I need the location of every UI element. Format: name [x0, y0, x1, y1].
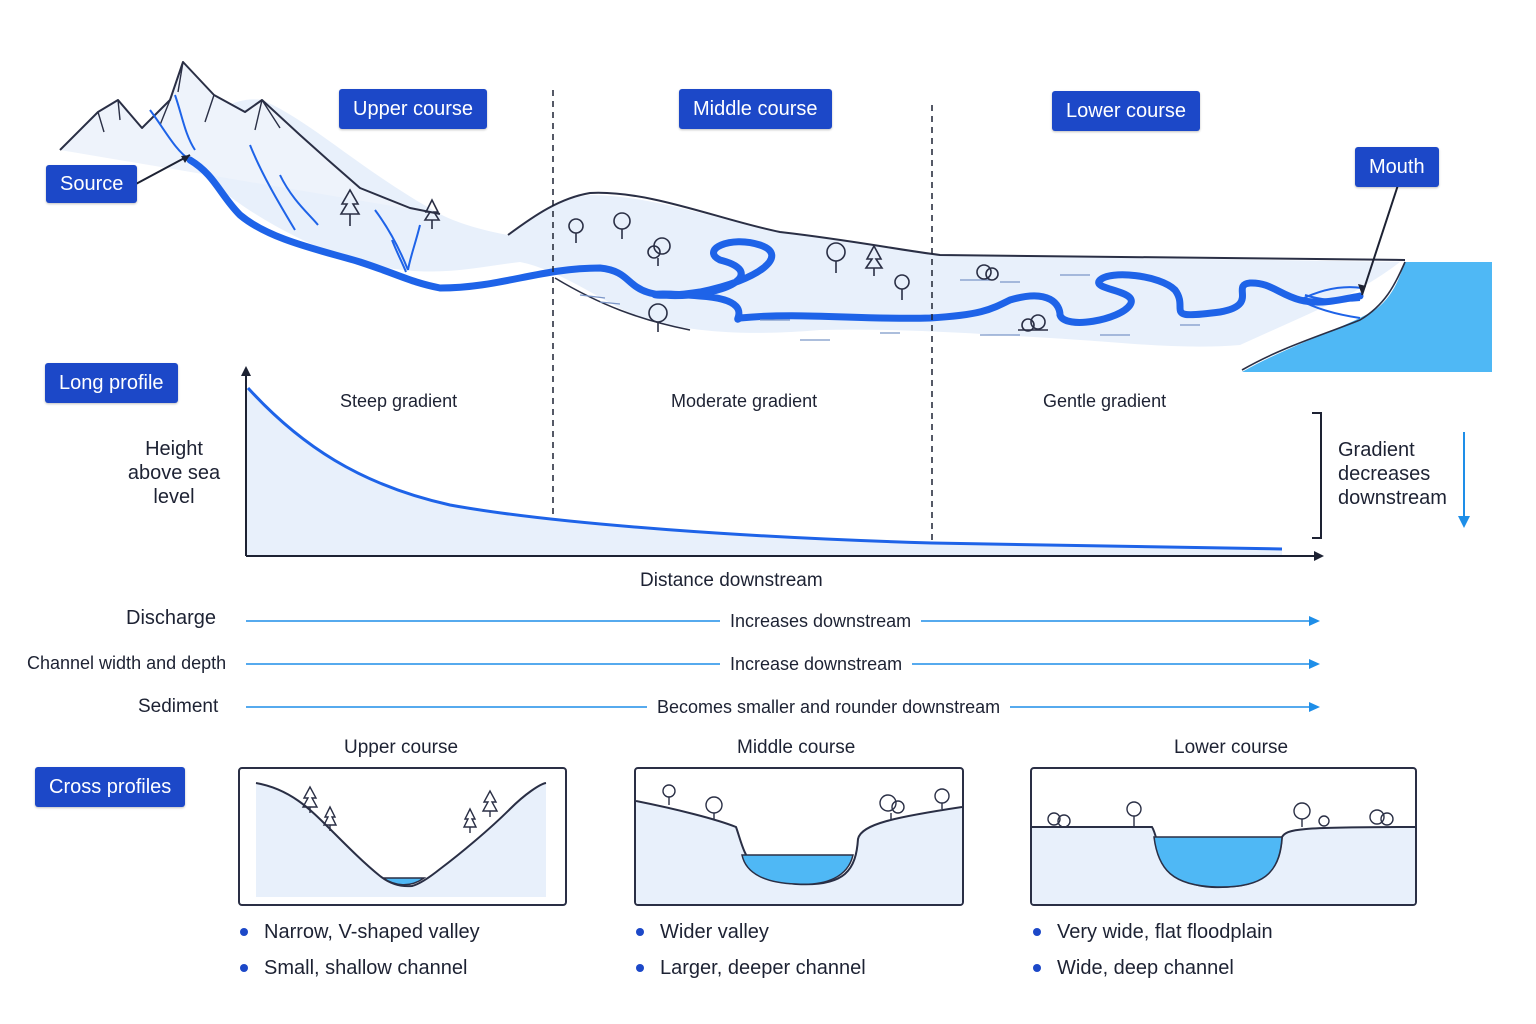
main-river — [186, 156, 1364, 326]
bullet-item: Wide, deep channel — [1031, 953, 1273, 989]
trend-name-channel: Channel width and depth — [27, 653, 227, 673]
cp-title-middle: Middle course — [737, 737, 856, 758]
y-axis-label: Height above sea level — [127, 438, 221, 508]
course-dividers — [552, 90, 933, 555]
sea — [1242, 262, 1492, 372]
x-axis-label: Distance downstream — [640, 570, 823, 591]
trend-text-sediment: Becomes smaller and rounder downstream — [647, 697, 1011, 718]
delta-channels — [1299, 286, 1363, 319]
long-profile-tag: Long profile — [45, 363, 178, 403]
bullet-item: Small, shallow channel — [238, 953, 480, 989]
cross-profile-middle — [634, 767, 964, 906]
trend-name-sediment: Sediment — [138, 696, 219, 717]
trees — [339, 188, 1048, 332]
zone-label-moderate: Moderate gradient — [671, 391, 818, 411]
profile-curve — [246, 386, 1283, 551]
upper-course-tag: Upper course — [339, 89, 488, 129]
floodplain-drawing — [1032, 801, 1415, 904]
valley-lower-edge — [554, 261, 1406, 371]
mouth-tag: Mouth — [1355, 147, 1439, 187]
middle-hill — [507, 191, 1406, 261]
lower-course-tag: Lower course — [1052, 91, 1201, 131]
bullet-item: Very wide, flat floodplain — [1031, 917, 1273, 953]
trend-text-channel: Increase downstream — [720, 654, 913, 675]
cross-profiles-tag: Cross profiles — [35, 767, 186, 807]
source-tag: Source — [46, 165, 138, 203]
bullets-upper: Narrow, V-shaped valley Small, shallow c… — [238, 917, 480, 989]
zone-label-gentle: Gentle gradient — [1043, 391, 1167, 411]
bullet-item: Wider valley — [634, 917, 866, 953]
floodplain-marks — [579, 274, 1200, 341]
gradient-bracket — [1312, 412, 1322, 539]
cp-title-upper: Upper course — [344, 737, 459, 758]
wide-valley-drawing — [636, 784, 962, 904]
cp-title-lower: Lower course — [1174, 737, 1289, 758]
trend-name-discharge: Discharge — [126, 607, 217, 629]
cross-profile-lower — [1030, 767, 1417, 906]
cross-profile-upper — [238, 767, 567, 906]
v-valley-drawing — [255, 782, 547, 897]
trend-text-discharge: Increases downstream — [720, 611, 922, 632]
profile-fill — [246, 388, 1282, 556]
zone-label-steep: Steep gradient — [340, 391, 458, 411]
bullets-lower: Very wide, flat floodplain Wide, deep ch… — [1031, 917, 1273, 989]
long-profile-graph — [241, 366, 1470, 561]
bullets-middle: Wider valley Larger, deeper channel — [634, 917, 866, 989]
mountain-snow-lines — [97, 61, 281, 133]
gradient-note: Gradient decreases downstream — [1338, 439, 1447, 509]
tributaries — [149, 94, 421, 273]
landscape-illustration — [59, 61, 1492, 372]
middle-course-tag: Middle course — [679, 89, 832, 129]
mountains — [59, 61, 441, 215]
bullet-item: Narrow, V-shaped valley — [238, 917, 480, 953]
source-arrow — [133, 154, 1399, 296]
bullet-item: Larger, deeper channel — [634, 953, 866, 989]
down-arrow-icon — [1458, 516, 1470, 528]
